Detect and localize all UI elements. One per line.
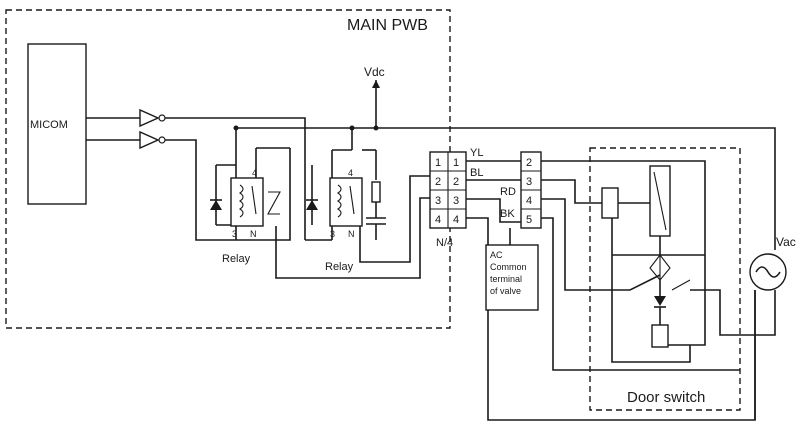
door-connector-pin-3: 3 — [526, 176, 532, 188]
signal-wire-relay-2 — [165, 117, 306, 240]
door-switch-internals — [541, 160, 776, 371]
door-switch-boundary — [589, 147, 741, 411]
vac-label: Vac — [776, 235, 796, 249]
ac-common-line-1: AC — [490, 250, 503, 260]
relay-2-label: Relay — [325, 261, 354, 273]
connector-n4 — [429, 151, 467, 229]
wire-rd-label: RD — [500, 186, 516, 198]
relay-2-load-wire — [359, 175, 430, 263]
inverter-buffer-1 — [86, 108, 166, 128]
connector-pin-right-3: 3 — [453, 195, 459, 207]
relay-2-pin-4: 4 — [348, 168, 353, 178]
door-connector-pin-4: 4 — [526, 195, 532, 207]
inverter-buffer-2 — [86, 130, 166, 150]
relay-1-pin-3: 3 — [232, 229, 237, 239]
connector-pin-left-1: 1 — [435, 157, 441, 169]
relay-2-pin-3: 3 — [330, 229, 335, 239]
ac-common-terminal-box — [485, 244, 539, 311]
relay-1-load-wire — [275, 197, 430, 279]
door-connector-pin-5: 5 — [526, 214, 532, 226]
ac-common-line-3: terminal — [490, 274, 522, 284]
connector-pin-right-1: 1 — [453, 157, 459, 169]
relay-1-pin-n: N — [250, 229, 257, 239]
relay-1 — [210, 125, 290, 240]
connector-pin-left-4: 4 — [435, 214, 441, 226]
micom-label: MICOM — [30, 119, 68, 131]
vdc-supply — [372, 80, 380, 131]
connector-pin-right-2: 2 — [453, 176, 459, 188]
connector-pin-left-3: 3 — [435, 195, 441, 207]
vdc-top-bus — [236, 127, 776, 250]
vdc-label: Vdc — [364, 65, 385, 79]
micom-block — [27, 43, 87, 205]
signal-wire-relay-1 — [165, 139, 236, 241]
relay-1-label: Relay — [222, 253, 251, 265]
door-connector-pin-2: 2 — [526, 157, 532, 169]
connector-label: N/4 — [436, 237, 453, 249]
relay-2 — [306, 125, 386, 240]
ac-common-line-2: Common — [490, 262, 527, 272]
wire-bl-label: BL — [470, 167, 483, 179]
main-pwb-label: MAIN PWB — [347, 17, 428, 34]
ac-common-line-4: of valve — [490, 286, 521, 296]
wire-yl-label: YL — [470, 147, 483, 159]
wire-rd — [466, 198, 521, 223]
wire-bk-label: BK — [500, 208, 515, 220]
door-switch-label: Door switch — [627, 389, 705, 406]
door-harness-connector — [520, 151, 542, 229]
relay-2-pin-n: N — [348, 229, 355, 239]
connector-pin-left-2: 2 — [435, 176, 441, 188]
ac-source — [749, 253, 787, 420]
relay-1-output-wire — [236, 148, 291, 241]
connector-pin-right-4: 4 — [453, 214, 459, 226]
relay-1-pin-4: 4 — [252, 168, 257, 178]
